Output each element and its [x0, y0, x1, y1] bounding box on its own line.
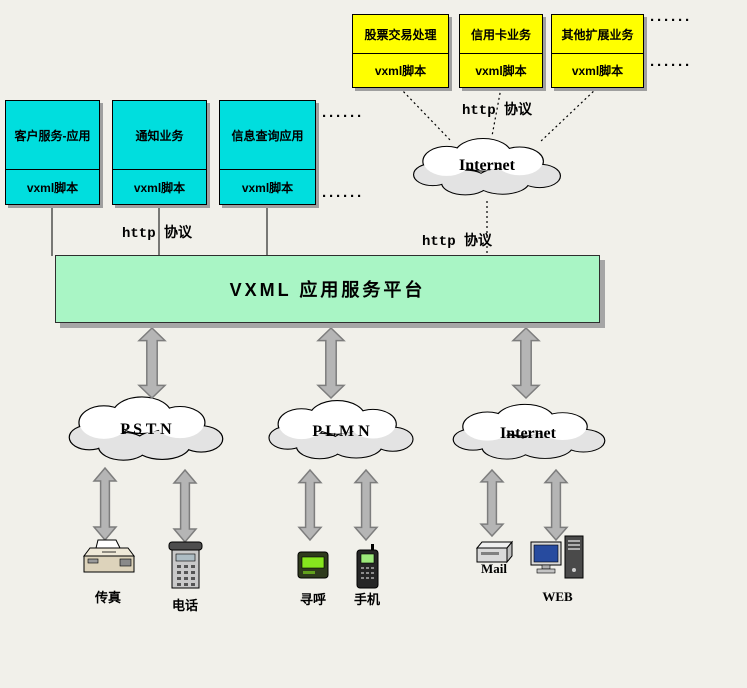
- notification-title: 通知业务: [113, 101, 206, 170]
- dots-indicator-yellow-bottom: ······: [650, 57, 692, 74]
- info-query-title: 信息查询应用: [220, 101, 315, 170]
- arrow-internet-mail: [480, 469, 504, 537]
- service-box-info-query: 信息查询应用 vxml脚本: [219, 100, 316, 205]
- other-extension-script: vxml脚本: [571, 64, 624, 78]
- credit-card-title: 信用卡业务: [460, 15, 542, 54]
- web-computer-icon: [530, 535, 584, 579]
- mobile-label: 手机: [353, 592, 380, 607]
- pager-label: 寻呼: [299, 592, 326, 607]
- pstn-cloud-label: P S T N: [120, 421, 172, 438]
- arrow-platform-internet: [512, 327, 540, 399]
- fax-icon: [83, 539, 135, 573]
- dots-indicator-yellow-top: ······: [650, 12, 692, 29]
- dots-indicator-cyan-bottom: ······: [322, 188, 364, 205]
- http-protocol-label-top: http 协议: [461, 103, 532, 119]
- customer-service-title: 客户服务-应用: [6, 101, 99, 170]
- service-box-other-extension: 其他扩展业务 vxml脚本: [551, 14, 644, 88]
- mail-server-icon: [475, 540, 514, 564]
- arrow-pstn-fax: [93, 467, 117, 541]
- dots-indicator-cyan-top: ······: [322, 108, 364, 125]
- internet-cloud-bottom-label: Internet: [500, 425, 556, 442]
- http-protocol-label-left: http 协议: [121, 226, 192, 242]
- service-box-notification: 通知业务 vxml脚本: [112, 100, 207, 205]
- fax-label: 传真: [94, 590, 121, 605]
- dotted-links: [399, 87, 598, 256]
- mobile-phone-icon: [356, 544, 379, 589]
- http-protocol-label-middle: http 协议: [421, 234, 492, 250]
- arrow-plmn-pager: [298, 469, 322, 541]
- arrow-pstn-telephone: [173, 469, 197, 543]
- mail-label: Mail: [481, 561, 507, 576]
- notification-script: vxml脚本: [133, 180, 186, 195]
- service-box-credit-card: 信用卡业务 vxml脚本: [459, 14, 543, 88]
- connector-lines: [51, 205, 268, 256]
- arrow-plmn-mobile: [354, 469, 378, 541]
- service-box-customer-service: 客户服务-应用 vxml脚本: [5, 100, 100, 205]
- info-query-script: vxml脚本: [241, 180, 294, 195]
- stock-trading-script: vxml脚本: [374, 64, 427, 78]
- credit-card-script: vxml脚本: [475, 64, 527, 78]
- vxml-platform-bar: VXML 应用服务平台: [55, 255, 600, 323]
- other-extension-title: 其他扩展业务: [552, 15, 643, 54]
- internet-cloud-top-label: Internet: [459, 157, 515, 174]
- telephone-icon: [168, 541, 203, 589]
- customer-service-script: vxml脚本: [26, 180, 79, 195]
- web-label: WEB: [542, 589, 573, 604]
- telephone-label: 电话: [171, 598, 198, 613]
- arrow-platform-plmn: [317, 327, 345, 399]
- plmn-cloud-label: P L M N: [312, 423, 370, 440]
- arrow-platform-pstn: [138, 327, 166, 399]
- pager-icon: [297, 551, 329, 579]
- stock-trading-title: 股票交易处理: [353, 15, 448, 54]
- arrow-internet-web: [544, 469, 568, 541]
- service-box-stock-trading: 股票交易处理 vxml脚本: [352, 14, 449, 88]
